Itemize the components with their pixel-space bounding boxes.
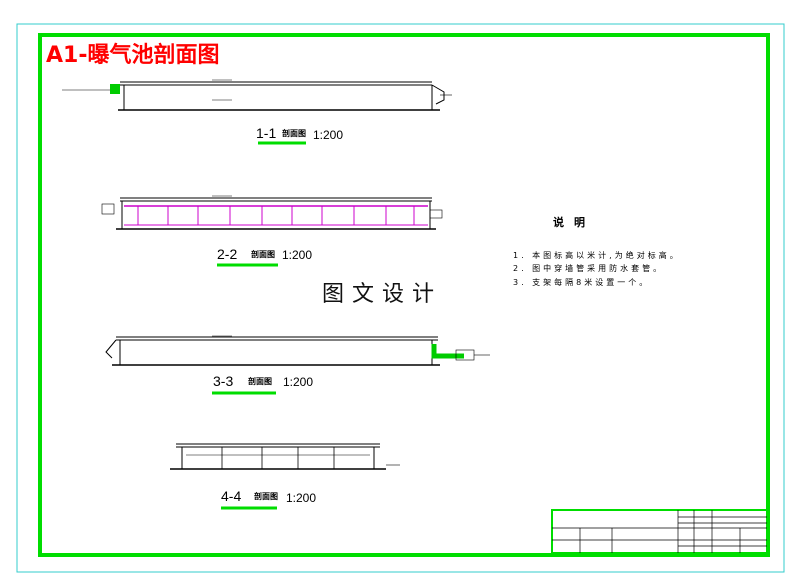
section-3-3-number: 3-3 (213, 373, 233, 389)
diffuser-droppers (124, 206, 428, 226)
section-4-4-scale: 1:200 (286, 491, 316, 505)
section-2-2-drawing (101, 195, 443, 230)
drawing-frame (38, 33, 770, 557)
section-3-3-drawing (105, 335, 490, 366)
section-3-3-word: 剖面图 (248, 376, 272, 386)
section-1-1-number: 1-1 (256, 125, 276, 141)
outer-border (16, 23, 785, 573)
title-block (551, 509, 768, 554)
section-1-1-scale: 1:200 (313, 128, 343, 142)
notes-heading: 说明 (553, 215, 595, 229)
drawing-title: A1-曝气池剖面图 (46, 42, 219, 68)
section-4-4-drawing (170, 443, 400, 470)
section-4-4-word: 剖面图 (254, 491, 278, 501)
section-1-1-word: 剖面图 (282, 128, 306, 138)
section-2-2-number: 2-2 (217, 246, 237, 262)
outlet-pipe (431, 344, 464, 359)
inlet-pipe-marker (110, 84, 120, 94)
section-3-3-scale: 1:200 (283, 375, 313, 389)
section-2-2-scale: 1:200 (282, 248, 312, 262)
section-4-4-number: 4-4 (221, 488, 241, 504)
note-3: 3. 支架每隔8米设置一个。 (513, 277, 650, 287)
section-2-2-word: 剖面图 (251, 249, 275, 259)
note-1: 1. 本图标高以米计,为绝对标高。 (513, 250, 681, 260)
section-1-1-drawing (62, 79, 452, 111)
note-2: 2. 图中穿墙管采用防水套管。 (513, 263, 664, 273)
watermark: 图文设计 (322, 282, 442, 307)
